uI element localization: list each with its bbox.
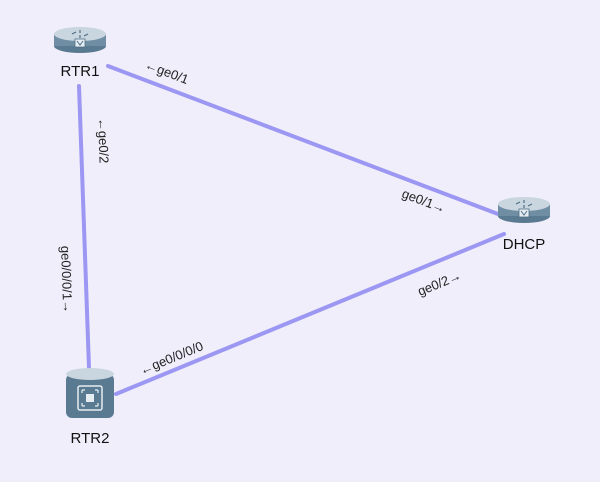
node-dhcp[interactable]: DHCP — [498, 197, 550, 253]
router-icon — [498, 197, 550, 223]
node-rtr2[interactable]: RTR2 — [66, 368, 114, 447]
router-icon — [54, 27, 106, 53]
switch-icon — [66, 368, 114, 418]
node-label-dhcp: DHCP — [503, 236, 546, 253]
link-rtr1-dhcp[interactable] — [106, 64, 500, 216]
port-label-rtr2-ge0-0-0-1: ge0/0/0/1→ — [58, 246, 75, 314]
node-rtr1[interactable]: RTR1 — [54, 27, 106, 80]
links — [77, 64, 506, 396]
node-label-rtr1: RTR1 — [61, 63, 100, 80]
port-labels: ←ge0/1 ge0/1→ ←ge0/2 ge0/0/0/1→ ←ge0/0/0… — [58, 57, 463, 378]
port-label-rtr1-ge0-2: ←ge0/2 — [95, 118, 112, 164]
link-rtr1-rtr2[interactable] — [77, 84, 91, 370]
link-rtr2-dhcp[interactable] — [114, 232, 506, 396]
port-label-dhcp-ge0-2: ge0/2→ — [415, 268, 463, 299]
node-label-rtr2: RTR2 — [71, 430, 110, 447]
